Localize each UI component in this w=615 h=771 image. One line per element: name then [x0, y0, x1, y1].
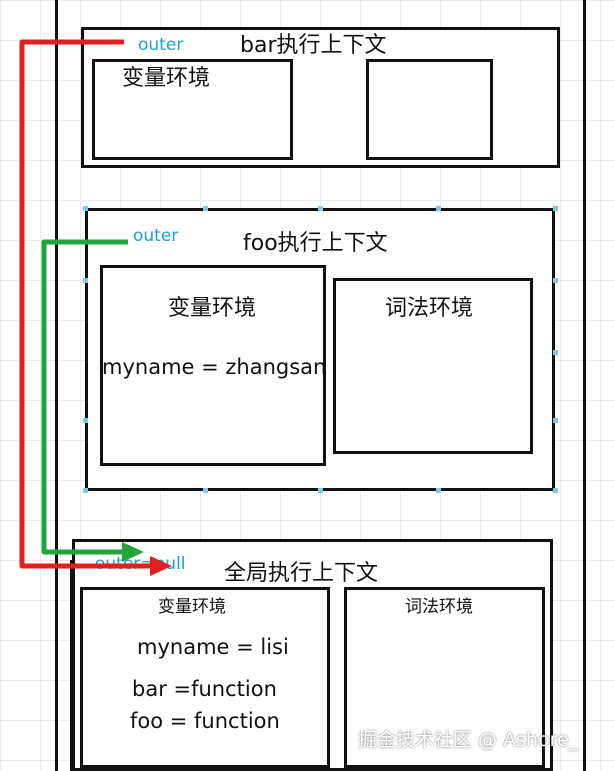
bar-context-title: bar执行上下文 [240, 33, 387, 58]
selection-handle[interactable] [83, 418, 88, 423]
global-variable-env [80, 587, 330, 768]
selection-handle[interactable] [436, 488, 441, 493]
watermark: 掘金技术社区 @ Ashore_ [358, 729, 579, 751]
foo-context-title: foo执行上下文 [243, 231, 388, 256]
foo-variable-env-title: 变量环境 [168, 296, 257, 321]
selection-handle[interactable] [83, 206, 88, 211]
bar-lexical-env [366, 59, 493, 160]
foo-lexical-env-title: 词法环境 [385, 296, 474, 321]
selection-handle[interactable] [553, 206, 558, 211]
bar-outer-arrowhead [150, 556, 172, 576]
global-variable-env-title: 变量环境 [158, 597, 226, 617]
selection-handle[interactable] [318, 206, 323, 211]
selection-handle[interactable] [553, 350, 558, 355]
global-variable-item: myname = lisi [137, 635, 289, 659]
global-lexical-env-title: 词法环境 [405, 597, 473, 617]
stack-right-border [583, 0, 586, 771]
selection-handle[interactable] [318, 488, 323, 493]
foo-variable-item: myname = zhangsan [102, 355, 327, 379]
selection-handle[interactable] [83, 488, 88, 493]
foo-outer-arrow [41, 239, 128, 555]
selection-handle[interactable] [203, 206, 208, 211]
selection-handle[interactable] [83, 278, 88, 283]
stack-left-border [55, 0, 58, 771]
selection-handle[interactable] [553, 278, 558, 283]
foo-outer-arrowhead [122, 542, 144, 562]
foo-variable-env [100, 265, 326, 466]
foo-outer-label: outer [133, 226, 179, 246]
stack-inner-left-border [70, 560, 72, 771]
foo-lexical-env [333, 278, 533, 454]
global-lexical-env [344, 587, 545, 768]
bar-variable-env-title: 变量环境 [122, 66, 211, 91]
bar-outer-arrow [19, 39, 154, 569]
selection-handle[interactable] [553, 488, 558, 493]
bar-variable-env [92, 59, 293, 160]
global-context-title: 全局执行上下文 [224, 561, 379, 586]
selection-handle[interactable] [436, 206, 441, 211]
global-variable-item: bar =function [132, 677, 277, 701]
selection-handle[interactable] [203, 488, 208, 493]
selection-handle[interactable] [553, 418, 558, 423]
global-variable-item: foo = function [130, 709, 280, 733]
bar-outer-label: outer [138, 35, 184, 55]
